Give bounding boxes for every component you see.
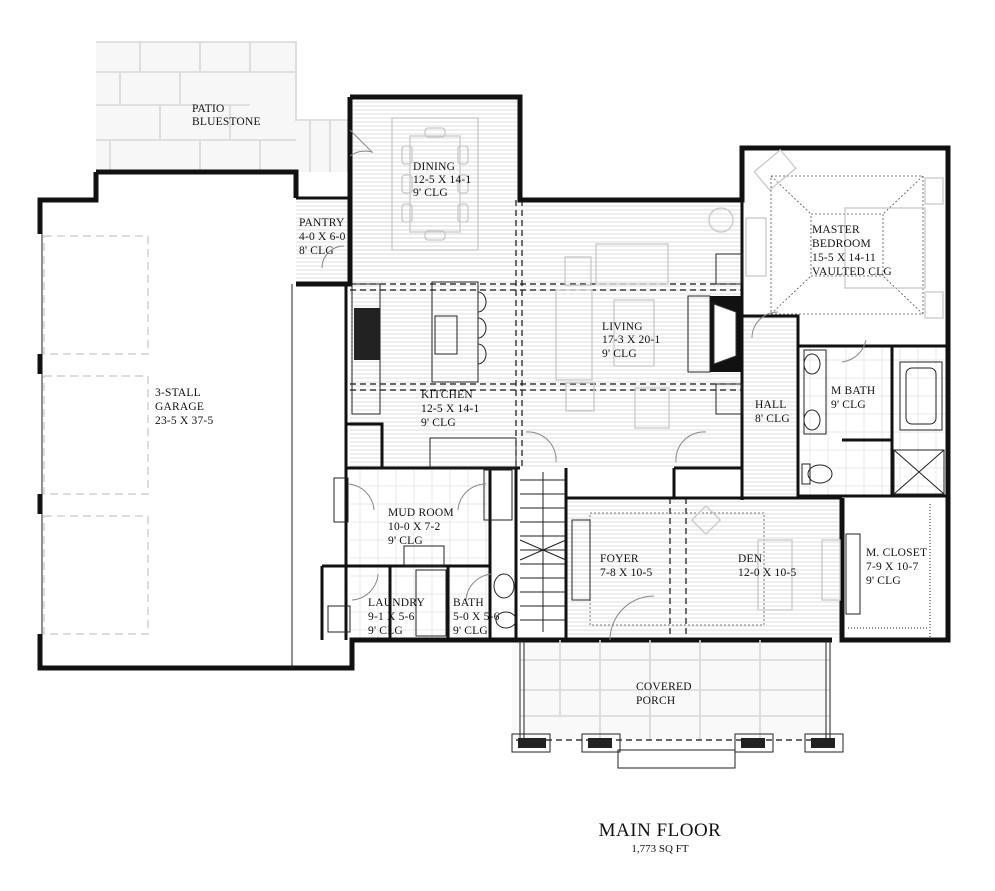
ceiling-beams <box>350 200 742 640</box>
svg-text:BLUESTONE: BLUESTONE <box>192 116 261 128</box>
svg-text:10-0 X 7-2: 10-0 X 7-2 <box>388 521 441 533</box>
svg-text:4-0 X 6-0: 4-0 X 6-0 <box>299 231 346 243</box>
svg-text:12-5 X 14-1: 12-5 X 14-1 <box>413 174 471 186</box>
svg-text:8' CLG: 8' CLG <box>755 413 790 425</box>
svg-text:PATIO: PATIO <box>192 103 225 115</box>
svg-text:17-3 X 20-1: 17-3 X 20-1 <box>602 334 660 346</box>
room-label-bath: BATH 5-0 X 5-6 9' CLG <box>453 597 500 637</box>
svg-text:LIVING: LIVING <box>602 321 643 333</box>
svg-text:KITCHEN: KITCHEN <box>421 389 473 401</box>
svg-text:3-STALL: 3-STALL <box>155 387 201 399</box>
svg-text:7-9 X 10-7: 7-9 X 10-7 <box>866 561 919 573</box>
svg-text:9' CLG: 9' CLG <box>421 417 456 429</box>
laundry-bath-fixtures <box>327 469 517 637</box>
dining-table <box>391 117 479 251</box>
svg-text:GARAGE: GARAGE <box>155 401 204 413</box>
svg-text:9' CLG: 9' CLG <box>368 625 403 637</box>
room-label-covered-porch: COVERED PORCH <box>636 681 692 707</box>
svg-text:BEDROOM: BEDROOM <box>812 238 871 250</box>
svg-text:9' CLG: 9' CLG <box>866 575 901 587</box>
svg-text:PANTRY: PANTRY <box>299 217 345 229</box>
room-label-kitchen: KITCHEN 12-5 X 14-1 9' CLG <box>421 389 479 429</box>
closet-rods <box>845 504 931 638</box>
room-label-m-bath: M BATH 9' CLG <box>831 385 875 411</box>
room-label-laundry: LAUNDRY 9-1 X 5-6 9' CLG <box>368 597 425 637</box>
kitchen-fixtures <box>344 281 517 470</box>
plan-title-block: MAIN FLOOR 1,773 SQ FT <box>599 820 722 855</box>
master-bedroom-furniture <box>745 148 944 319</box>
svg-text:BATH: BATH <box>453 597 484 609</box>
room-label-hall: HALL 8' CLG <box>755 399 790 425</box>
door-swings <box>321 129 867 641</box>
room-label-mud-room: MUD ROOM 10-0 X 7-2 9' CLG <box>388 507 454 547</box>
svg-text:12-5 X 14-1: 12-5 X 14-1 <box>421 403 479 415</box>
svg-text:9' CLG: 9' CLG <box>453 625 488 637</box>
svg-text:M BATH: M BATH <box>831 385 875 397</box>
svg-text:VAULTED CLG: VAULTED CLG <box>812 266 892 278</box>
room-label-garage: 3-STALL GARAGE 23-5 X 37-5 <box>155 387 213 427</box>
garage-stalls <box>43 235 149 635</box>
patio-bluestone <box>96 41 349 172</box>
den-furniture <box>571 504 841 626</box>
svg-text:12-0 X 10-5: 12-0 X 10-5 <box>738 567 796 579</box>
room-label-den: DEN 12-0 X 10-5 <box>738 553 796 579</box>
stairs <box>519 472 567 632</box>
svg-text:MASTER: MASTER <box>812 224 860 236</box>
svg-text:5-0 X 5-6: 5-0 X 5-6 <box>453 611 500 623</box>
svg-text:9' CLG: 9' CLG <box>831 399 866 411</box>
room-label-m-closet: M. CLOSET 7-9 X 10-7 9' CLG <box>866 547 927 587</box>
room-label-master-bedroom: MASTER BEDROOM 15-5 X 14-11 VAULTED CLG <box>812 224 892 278</box>
svg-text:9' CLG: 9' CLG <box>413 187 448 199</box>
svg-text:9-1 X 5-6: 9-1 X 5-6 <box>368 611 415 623</box>
room-label-pantry: PANTRY 4-0 X 6-0 8' CLG <box>299 217 346 257</box>
svg-text:M. CLOSET: M. CLOSET <box>866 547 927 559</box>
svg-text:9' CLG: 9' CLG <box>388 535 423 547</box>
covered-porch <box>511 640 844 769</box>
room-label-living: LIVING 17-3 X 20-1 9' CLG <box>602 321 660 360</box>
room-label-patio: PATIO BLUESTONE <box>192 103 261 128</box>
room-label-foyer: FOYER 7-8 X 10-5 <box>600 553 653 579</box>
floor-fills <box>296 97 946 740</box>
svg-text:HALL: HALL <box>755 399 786 411</box>
svg-text:DEN: DEN <box>738 553 763 565</box>
svg-text:15-5 X 14-11: 15-5 X 14-11 <box>812 252 876 264</box>
svg-text:MUD ROOM: MUD ROOM <box>388 507 454 519</box>
svg-text:7-8 X 10-5: 7-8 X 10-5 <box>600 567 653 579</box>
svg-text:COVERED: COVERED <box>636 681 692 693</box>
svg-text:DINING: DINING <box>413 161 455 173</box>
svg-text:23-5 X 37-5: 23-5 X 37-5 <box>155 415 213 427</box>
master-bath-fixtures <box>801 349 945 495</box>
garage-door-openings <box>36 234 44 634</box>
plan-title: MAIN FLOOR <box>599 820 722 841</box>
plan-area: 1,773 SQ FT <box>631 843 688 855</box>
svg-text:FOYER: FOYER <box>600 553 639 565</box>
room-label-dining: DINING 12-5 X 14-1 9' CLG <box>413 161 471 199</box>
svg-text:LAUNDRY: LAUNDRY <box>368 597 425 609</box>
svg-text:PORCH: PORCH <box>636 695 675 707</box>
living-furniture <box>555 207 743 429</box>
svg-text:9' CLG: 9' CLG <box>602 348 637 360</box>
svg-text:8' CLG: 8' CLG <box>299 245 334 257</box>
